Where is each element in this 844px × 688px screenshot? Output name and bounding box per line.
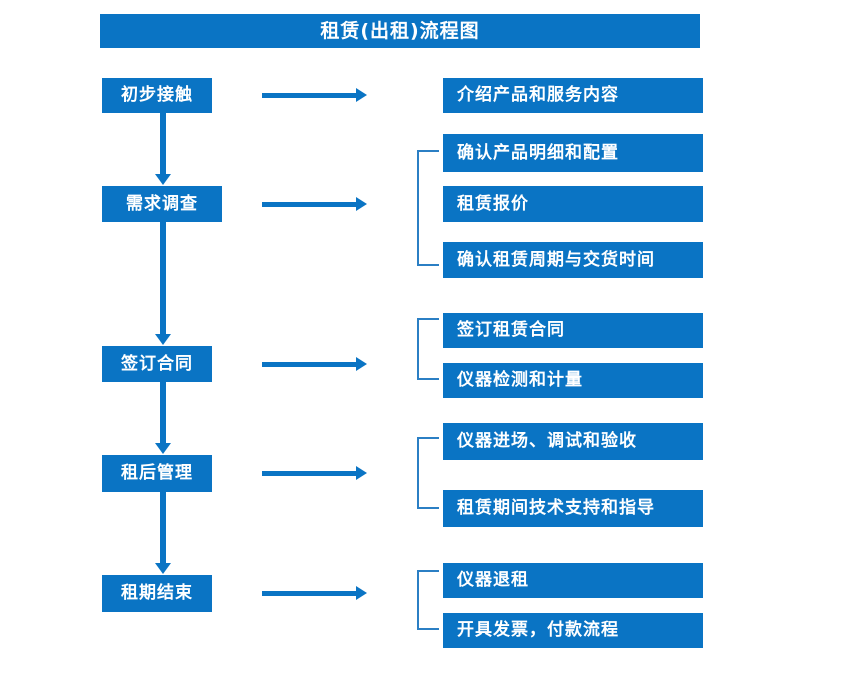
right-arrow-1: [262, 88, 367, 102]
group-bracket-5: [417, 570, 439, 630]
group-bracket-2: [417, 150, 439, 266]
group-bracket-3: [417, 318, 439, 380]
stage-box-1[interactable]: 初步接触: [102, 78, 212, 113]
detail-box-2-1[interactable]: 确认产品明细和配置: [443, 134, 703, 172]
stage-box-2[interactable]: 需求调查: [102, 186, 222, 222]
right-arrow-5: [262, 586, 367, 600]
detail-box-1-1[interactable]: 介绍产品和服务内容: [443, 78, 703, 113]
group-bracket-4: [417, 437, 439, 509]
right-arrow-3: [262, 357, 367, 371]
right-arrow-2: [262, 197, 367, 211]
detail-box-5-1[interactable]: 仪器退租: [443, 563, 703, 598]
stage-box-5[interactable]: 租期结束: [102, 575, 212, 612]
stage-box-4[interactable]: 租后管理: [102, 455, 212, 492]
stage-box-3[interactable]: 签订合同: [102, 346, 212, 382]
detail-box-5-2[interactable]: 开具发票，付款流程: [443, 613, 703, 648]
diagram-title: 租赁(出租)流程图: [100, 14, 700, 48]
down-arrow-2: [155, 222, 171, 345]
down-arrow-1: [155, 113, 171, 185]
right-arrow-4: [262, 466, 367, 480]
detail-box-3-1[interactable]: 签订租赁合同: [443, 313, 703, 348]
down-arrow-3: [155, 382, 171, 454]
detail-box-4-2[interactable]: 租赁期间技术支持和指导: [443, 490, 703, 527]
detail-box-2-3[interactable]: 确认租赁周期与交货时间: [443, 242, 703, 278]
detail-box-4-1[interactable]: 仪器进场、调试和验收: [443, 423, 703, 460]
detail-box-2-2[interactable]: 租赁报价: [443, 186, 703, 222]
detail-box-3-2[interactable]: 仪器检测和计量: [443, 363, 703, 398]
down-arrow-4: [155, 492, 171, 574]
